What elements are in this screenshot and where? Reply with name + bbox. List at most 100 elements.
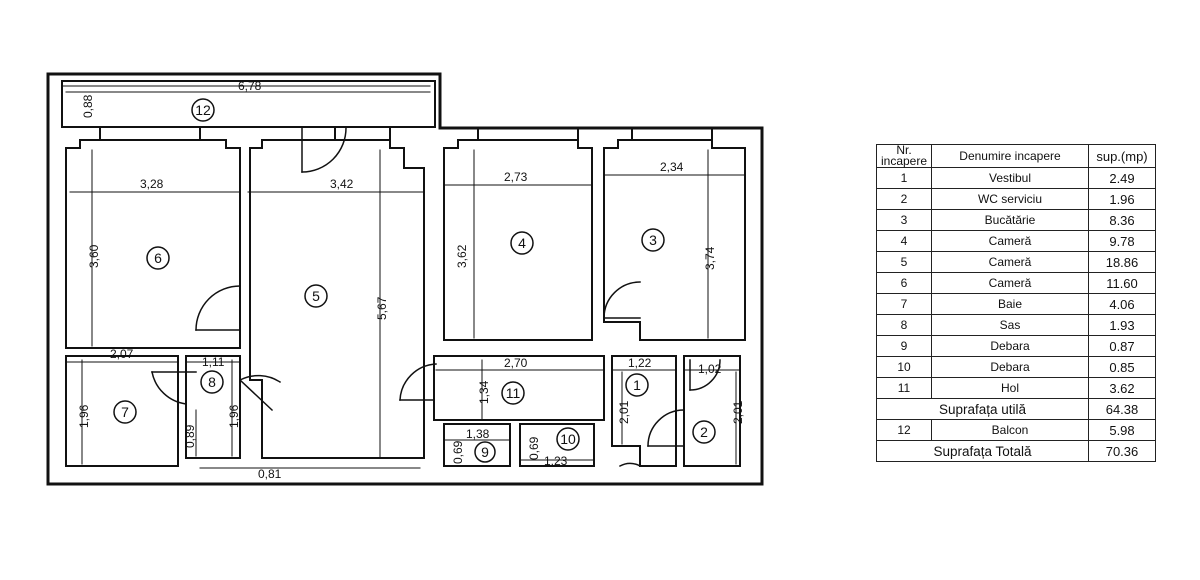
legend-header-sup: sup.(mp) bbox=[1088, 144, 1156, 168]
room-5-number: 5 bbox=[312, 288, 320, 304]
legend-cell-sup: 1.93 bbox=[1088, 314, 1156, 336]
room-2-walls bbox=[683, 355, 741, 467]
legend-util-row: Suprafața utilă 64.38 bbox=[876, 398, 1156, 420]
legend-cell-sup: 3.62 bbox=[1088, 377, 1156, 399]
dim-balcon-length: 6,78 bbox=[238, 79, 262, 93]
legend-cell-sup: 11.60 bbox=[1088, 272, 1156, 294]
legend-cell-name: Bucătărie bbox=[931, 209, 1089, 231]
legend-cell-nr: 3 bbox=[876, 209, 932, 231]
room-8-walls bbox=[185, 355, 241, 459]
room-4-walls bbox=[443, 139, 593, 341]
dim-room1-height: 2,01 bbox=[617, 400, 631, 424]
dim-room2-width: 1,02 bbox=[698, 362, 722, 376]
dim-room2-height: 2,01 bbox=[731, 400, 745, 424]
legend-cell-name: Debara bbox=[931, 356, 1089, 378]
floor-plan: 6,78 0,88 3,28 3,60 3,42 5,67 2,73 3,62 … bbox=[46, 72, 764, 486]
legend-cell-name: Baie bbox=[931, 293, 1089, 315]
legend-util-label: Suprafața utilă bbox=[876, 398, 1089, 420]
legend-cell-nr: 1 bbox=[876, 167, 932, 189]
legend-header-nr-line2: incapere bbox=[880, 154, 928, 168]
dim-room5-height: 5,67 bbox=[375, 296, 389, 320]
dim-room9-width: 1,38 bbox=[466, 427, 490, 441]
windows bbox=[99, 127, 713, 141]
room-legend-table: Nr. incapere Denumire incapere sup.(mp) … bbox=[876, 144, 1156, 462]
dim-room7-width: 2,07 bbox=[110, 347, 134, 361]
room-circles bbox=[113, 98, 716, 463]
legend-cell-name: WC serviciu bbox=[931, 188, 1089, 210]
room-11-walls bbox=[433, 355, 605, 421]
room-7-walls bbox=[65, 355, 179, 467]
legend-cell-nr: 5 bbox=[876, 251, 932, 273]
legend-cell-name: Cameră bbox=[931, 272, 1089, 294]
legend-total-row: Suprafața Totală 70.36 bbox=[876, 440, 1156, 462]
legend-cell-nr: 7 bbox=[876, 293, 932, 315]
legend-cell-name: Cameră bbox=[931, 251, 1089, 273]
legend-total-label: Suprafața Totală bbox=[876, 440, 1089, 462]
dim-room3-height: 3,74 bbox=[703, 246, 717, 270]
legend-cell-nr: 2 bbox=[876, 188, 932, 210]
legend-cell-sup: 8.36 bbox=[1088, 209, 1156, 231]
dim-room8-height: 1,96 bbox=[227, 404, 241, 428]
dim-room9-height: 0,69 bbox=[451, 440, 465, 464]
dim-room7-height: 1,96 bbox=[77, 404, 91, 428]
room-5-walls bbox=[249, 139, 425, 459]
room-3-number: 3 bbox=[649, 232, 657, 248]
legend-header-row: Nr. incapere Denumire incapere sup.(mp) bbox=[876, 143, 1156, 168]
room-3-walls bbox=[603, 139, 746, 341]
room-11-number: 11 bbox=[506, 385, 521, 401]
legend-cell-sup: 9.78 bbox=[1088, 230, 1156, 252]
dim-room10-height: 0,69 bbox=[527, 436, 541, 460]
legend-cell-nr: 4 bbox=[876, 230, 932, 252]
legend-cell-sup: 0.85 bbox=[1088, 356, 1156, 378]
legend-header-name: Denumire incapere bbox=[931, 144, 1089, 168]
room-10-walls bbox=[519, 423, 595, 467]
room-1-number: 1 bbox=[633, 377, 641, 393]
legend-header-nr-line1: Nr. bbox=[896, 143, 912, 157]
dim-room11-height: 1,34 bbox=[477, 380, 491, 404]
dim-room5-width: 3,42 bbox=[330, 177, 354, 191]
legend-cell-nr: 9 bbox=[876, 335, 932, 357]
legend-cell-name: Vestibul bbox=[931, 167, 1089, 189]
legend-cell-sup: 0.87 bbox=[1088, 335, 1156, 357]
legend-total-sup: 70.36 bbox=[1088, 440, 1156, 462]
door-swings bbox=[151, 127, 721, 468]
balcony-outline bbox=[61, 80, 436, 128]
room-6-number: 6 bbox=[154, 250, 162, 266]
legend-cell-name: Debara bbox=[931, 335, 1089, 357]
dim-room10-width: 1,23 bbox=[544, 454, 568, 468]
legend-cell-nr: 11 bbox=[876, 377, 932, 399]
legend-cell-sup: 18.86 bbox=[1088, 251, 1156, 273]
dim-bottom: 0,81 bbox=[258, 467, 282, 481]
room-7-number: 7 bbox=[121, 404, 129, 420]
dimension-lines bbox=[65, 91, 746, 469]
legend-cell-nr: 6 bbox=[876, 272, 932, 294]
legend-cell-sup: 4.06 bbox=[1088, 293, 1156, 315]
outer-wall bbox=[46, 72, 764, 486]
dim-room6-height: 3,60 bbox=[87, 244, 101, 268]
legend-util-sup: 64.38 bbox=[1088, 398, 1156, 420]
legend-balcon-sup: 5.98 bbox=[1088, 419, 1156, 441]
room-9-walls bbox=[443, 423, 511, 467]
legend-cell-name: Hol bbox=[931, 377, 1089, 399]
legend-cell-nr: 8 bbox=[876, 314, 932, 336]
room-2-number: 2 bbox=[700, 424, 708, 440]
room-9-number: 9 bbox=[481, 444, 489, 460]
room-6-walls bbox=[65, 139, 241, 349]
legend-header-nr: Nr. incapere bbox=[876, 143, 932, 168]
dim-room8-width: 1,11 bbox=[202, 355, 225, 369]
legend-cell-nr: 10 bbox=[876, 356, 932, 378]
legend-balcon-name: Balcon bbox=[931, 419, 1089, 441]
dim-room6-width: 3,28 bbox=[140, 177, 164, 191]
room-4-number: 4 bbox=[518, 235, 526, 251]
